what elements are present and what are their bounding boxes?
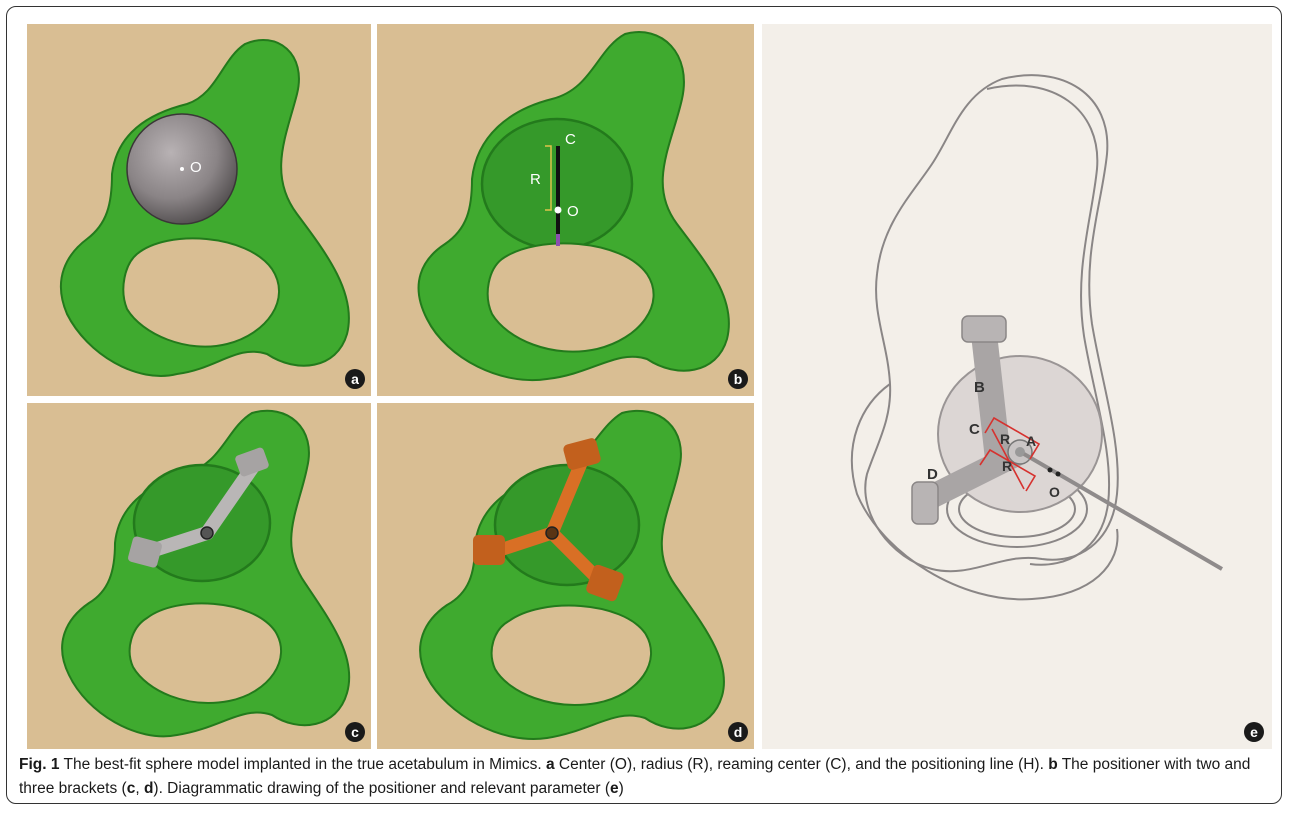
center-label: O [567,203,579,220]
center-point [555,207,562,214]
caption-panel-ref: b [1048,756,1057,773]
caption-panel-ref: d [144,780,153,797]
panel-badge-label: c [351,724,359,740]
label-o: O [1049,484,1060,500]
label-r-top: R [1000,431,1010,447]
caption-panel-ref: a [546,756,555,773]
caption-text: Center (O), radius (R), reaming center (… [555,756,1049,773]
label-c: C [969,421,980,438]
panel-badge-label: b [734,371,743,387]
caption-text: ) [619,780,624,797]
label-a: A [1026,433,1036,449]
caption-panel-ref: e [610,780,619,797]
panel-e: B C R A R D O e [762,24,1272,749]
panel-badge-label: a [351,371,359,387]
caption-fig-label: Fig. 1 [19,756,59,773]
panel-a: O a [27,24,371,396]
panel-badge-label: d [734,724,743,740]
panel-b: C R O b [377,24,754,396]
radius-label: R [530,171,541,188]
panel-badge-label: e [1250,724,1258,740]
label-r-bottom: R [1002,458,1012,474]
caption-text: ). Diagrammatic drawing of the positione… [153,780,610,797]
panel-d: d [377,403,754,749]
label-b: B [974,379,985,396]
caption-text: The best-fit sphere model implanted in t… [59,756,545,773]
label-d: D [927,466,938,483]
center-label: O [190,159,202,176]
caption-text: , [135,780,144,797]
reaming-center-label: C [565,131,576,148]
panel-c: c [27,403,371,749]
figure-caption: Fig. 1 The best-fit sphere model implant… [19,753,1269,801]
